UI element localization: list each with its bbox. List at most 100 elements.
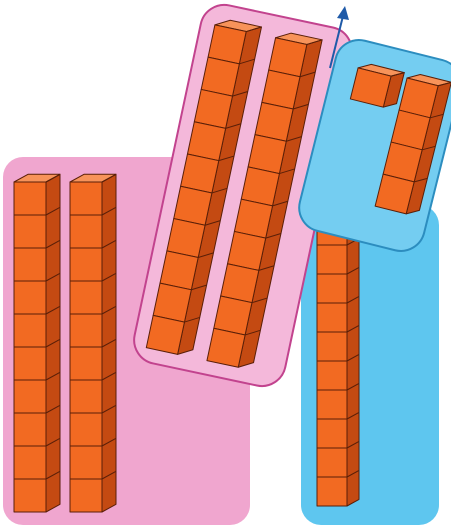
ten-rod-left-1-cube — [13, 346, 47, 381]
ten-rod-left-1-cube — [13, 412, 47, 447]
ten-rod-left-2-cube — [69, 280, 103, 315]
ten-rod-group-1-side-line — [232, 91, 248, 97]
ten-rod-left-1-side-line — [45, 338, 61, 348]
ten-rod-group-1-side-line — [218, 155, 235, 162]
four-cube-rod-side-line — [430, 113, 444, 119]
ten-rod-left-2-cube — [69, 214, 103, 249]
ten-rod-group-1-side-line — [198, 252, 214, 258]
ten-rod-group-2-side-line — [265, 233, 282, 239]
ten-rod-left-1-cube — [13, 478, 47, 513]
ten-rod-left-1-cube — [13, 313, 47, 348]
four-cube-rod — [374, 74, 451, 215]
ten-rod-group-1-side-line — [246, 26, 262, 33]
ten-rod-left-1-side-line — [45, 173, 61, 183]
ten-rod-right-1 — [316, 208, 360, 507]
ten-rod-left-2-cube — [69, 247, 103, 282]
four-cube-rod-side-line — [414, 177, 428, 183]
ten-rod-right-1-cube — [316, 360, 348, 391]
ten-rod-group-1 — [145, 19, 263, 355]
ten-rod-left-2-cube — [69, 346, 103, 381]
ten-rod-left-1-cube — [13, 445, 47, 480]
ten-rod-left-2-side-line — [101, 404, 117, 414]
ten-rod-group-2-side-line — [272, 200, 288, 207]
ten-rod-right-1-side-line — [346, 295, 360, 304]
ten-rod-left-1-side-line — [45, 305, 61, 315]
single-cube-side-line — [390, 72, 405, 77]
ten-rod-left-2-cube — [69, 445, 103, 480]
ten-rod-left-1-cube — [13, 181, 47, 216]
ten-rod-left-2 — [69, 173, 117, 513]
ten-rod-left-2-side-line — [101, 239, 117, 249]
ten-rod-left-1 — [13, 173, 61, 513]
ten-rod-left-2-side-line — [101, 173, 117, 183]
ten-rod-left-2-side-line — [101, 272, 117, 282]
ten-rod-right-1-cube — [316, 244, 348, 275]
ten-rod-right-1-cube — [316, 389, 348, 420]
ten-rod-right-1-cube — [316, 418, 348, 449]
single-cube — [349, 63, 405, 108]
tens-rods-left — [13, 173, 117, 513]
single-cube-cube — [349, 67, 392, 108]
ten-rod-left-1-side-line — [45, 404, 61, 414]
ten-rod-left-2-cube — [69, 313, 103, 348]
ten-rod-left-2-side-line — [101, 305, 117, 315]
ten-rod-group-2-side-line — [292, 103, 309, 110]
pink-group-rotated — [133, 3, 353, 388]
arrow-up-icon — [329, 6, 349, 69]
ten-rod-left-2-side-line — [101, 371, 117, 381]
ten-rod-group-2-side-line — [251, 297, 268, 304]
ten-rod-right-1-side-line — [346, 469, 360, 478]
ten-rod-right-1-side-line — [346, 382, 360, 391]
ten-rod-left-1-cube — [13, 247, 47, 282]
ten-rod-left-1-side-line — [45, 239, 61, 249]
ten-rod-left-2-cube — [69, 379, 103, 414]
ten-rod-right-1-cube — [316, 476, 348, 507]
ten-rod-left-2-cube — [69, 181, 103, 216]
ten-rod-group-2-side-line — [299, 71, 316, 78]
ten-rod-group-1-side-line — [204, 220, 221, 226]
ten-rod-left-1-cube — [13, 379, 47, 414]
ten-rod-group-2-side-line — [306, 39, 323, 45]
ten-rod-left-2-side-line — [101, 437, 117, 447]
ten-rod-left-1-side-line — [45, 437, 61, 447]
tens-rods-right — [316, 208, 360, 507]
four-cube-rod-cube — [374, 173, 415, 215]
ten-rod-left-1-side-line — [45, 371, 61, 381]
ten-rod-group-2-cube — [206, 327, 246, 368]
ten-rod-right-1-cube — [316, 302, 348, 333]
ten-rod-right-1-side-line — [346, 411, 360, 420]
ten-rod-group-2-side-line — [279, 168, 295, 175]
ten-rod-group-2-side-line — [286, 136, 302, 142]
ten-rod-left-2-cube — [69, 412, 103, 447]
ten-rod-right-1-side-line — [346, 440, 360, 449]
ten-rod-right-1-cube — [316, 447, 348, 478]
ten-rod-group-1-cube — [145, 314, 185, 355]
ten-rod-right-1-side-line — [346, 266, 360, 275]
ten-rod-group-2-side-line — [244, 329, 261, 336]
ten-rod-left-2-side-line — [101, 338, 117, 348]
ten-rod-right-1-cube — [316, 273, 348, 304]
ten-rod-left-1-side-line — [45, 206, 61, 216]
four-cube-rod-side-line — [422, 145, 436, 151]
ten-rod-group-1-side-line — [211, 187, 228, 194]
ten-rod-left-2-cube — [69, 478, 103, 513]
ten-rod-left-1-cube — [13, 280, 47, 315]
four-cube-rod-side-line — [437, 81, 451, 87]
ten-rod-right-1-side-line — [346, 353, 360, 362]
ten-rod-group-2-side-line — [258, 265, 275, 271]
ten-rod-left-1-side-line — [45, 470, 61, 480]
ten-rod-right-1-side-line — [346, 324, 360, 333]
ten-rod-left-1-side-line — [45, 272, 61, 282]
ten-rod-group-1-side-line — [184, 316, 200, 323]
ten-rod-group-1-side-line — [191, 284, 207, 291]
ten-rod-left-2-side-line — [101, 206, 117, 216]
blue-group-rotated — [298, 39, 451, 252]
ten-rod-left-1-cube — [13, 214, 47, 249]
ten-rod-group-2 — [206, 32, 323, 368]
ten-rod-left-2-side-line — [101, 470, 117, 480]
ten-rod-right-1-cube — [316, 331, 348, 362]
ten-rod-group-1-side-line — [225, 123, 242, 129]
ten-rod-group-1-side-line — [239, 58, 255, 65]
